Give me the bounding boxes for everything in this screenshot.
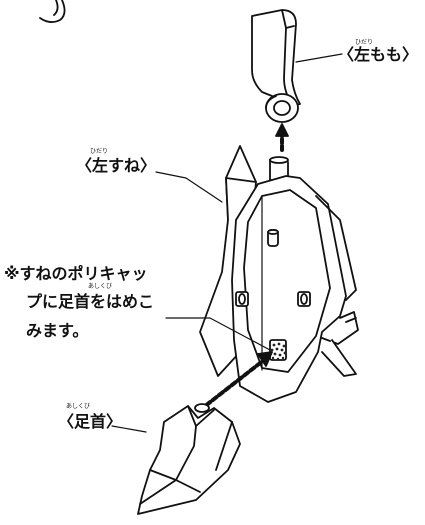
note-line-2b: 足首 <box>58 292 91 311</box>
foot-label: 〈足首〉 <box>58 412 123 431</box>
arrow-foot-to-shin <box>198 358 266 412</box>
leader-foot <box>111 425 147 433</box>
left-thigh-label: 〈左もも〉 <box>338 45 419 64</box>
partial-part-topleft <box>39 0 66 23</box>
left-shin-part <box>199 145 359 403</box>
thigh-ruby: ひだり <box>355 39 374 46</box>
foot-ruby: あしくび <box>66 403 91 410</box>
note-ruby: あしくび <box>88 283 113 290</box>
leader-shin <box>155 171 223 203</box>
note-line-2a: プに <box>26 292 59 311</box>
note-line-2c: をはめこ <box>90 292 155 311</box>
note-line-2: プに足首をはめこ <box>26 294 154 310</box>
left-thigh-part <box>251 9 301 123</box>
left-shin-label: 〈左すね〉 <box>76 156 157 175</box>
shin-ruby: ひだり <box>90 148 109 155</box>
note-line-3: みます。 <box>26 321 89 340</box>
leader-note <box>165 317 271 351</box>
note-line-1: ※すねのポリキャッ <box>4 264 148 283</box>
polycap <box>270 342 287 361</box>
foot-part <box>137 403 241 515</box>
leader-thigh <box>295 53 343 63</box>
